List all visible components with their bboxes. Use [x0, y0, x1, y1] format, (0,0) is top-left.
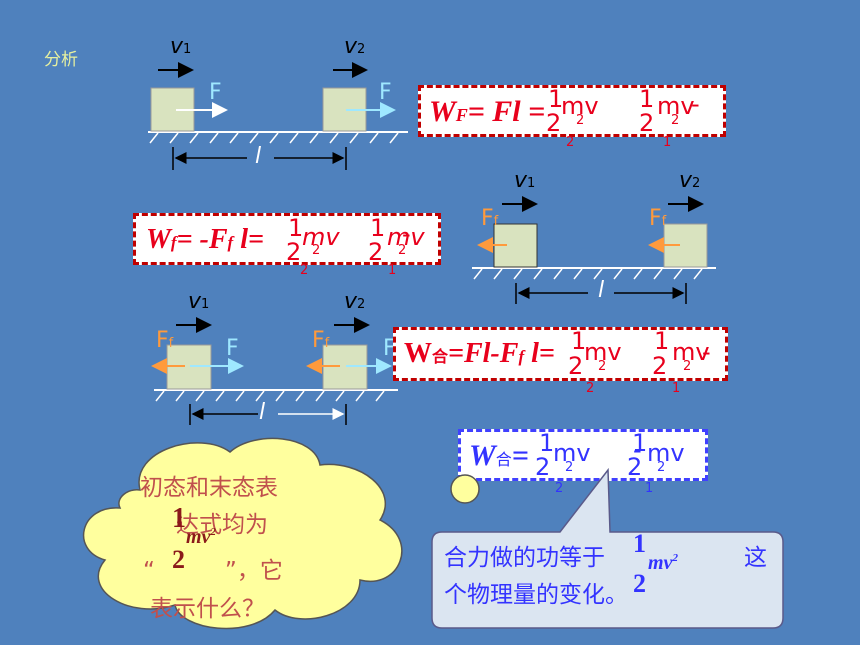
speech-callout — [431, 467, 784, 629]
formula-work-net-summary: W合= 1 2 mv 2 2 1 2 mv 2 - 1 — [458, 429, 708, 495]
force-label: F — [379, 80, 392, 105]
friction-label: Ff — [649, 206, 667, 231]
friction-label: Ff — [312, 328, 330, 353]
v2-label: v2 — [344, 34, 366, 59]
callout-frac-mv: mv2 — [648, 552, 678, 574]
friction-label: Ff — [481, 206, 499, 231]
force-label: F — [383, 336, 396, 361]
thought-cloud — [82, 437, 480, 630]
scene-3 — [151, 317, 398, 425]
v1-label: v1 — [170, 34, 192, 59]
formula-work-force: WF= Fl = 1 2 mv 2 2 1 2 mv 2 - 1 — [418, 85, 726, 149]
force-label: F — [226, 336, 239, 361]
distance-label: l — [255, 144, 262, 169]
callout-line-1a: 合力做的功等于 — [444, 545, 605, 571]
callout-line-1b: 这 — [744, 545, 767, 571]
analysis-label: 分析 — [44, 50, 78, 70]
callout-line-2: 个物理量的变化。 — [444, 582, 628, 608]
cloud-frac-num: 1 — [172, 503, 186, 534]
cloud-line-2: 达式均为 — [176, 512, 268, 538]
cloud-frac-mv: mv2 — [186, 526, 216, 548]
formula-work-friction: Wf= -Ff l= 1 2 mv 2 2 1 2 mv 2 - 1 — [133, 213, 441, 277]
v1-label: v1 — [188, 289, 210, 314]
v1-label: v1 — [514, 168, 536, 193]
cloud-line-4: 表示什么？ — [150, 596, 265, 622]
cloud-frac-den: 2 — [172, 545, 185, 574]
distance-label: l — [598, 278, 605, 303]
callout-frac-den: 2 — [633, 569, 646, 598]
friction-label: Ff — [156, 328, 174, 353]
distance-label: l — [259, 400, 266, 425]
cloud-line-1: 初态和末态表 — [140, 475, 278, 501]
formula-work-net: W合=Fl-Ff l= 1 2 mv 2 2 1 2 mv 2 - 1 — [393, 327, 728, 395]
force-label: F — [209, 80, 222, 105]
cloud-line-3: “”，它 — [143, 558, 283, 584]
v2-label: v2 — [344, 289, 366, 314]
scene-2 — [472, 196, 716, 304]
callout-frac-num: 1 — [633, 529, 646, 558]
scene-1 — [148, 62, 408, 170]
v2-label: v2 — [679, 168, 701, 193]
